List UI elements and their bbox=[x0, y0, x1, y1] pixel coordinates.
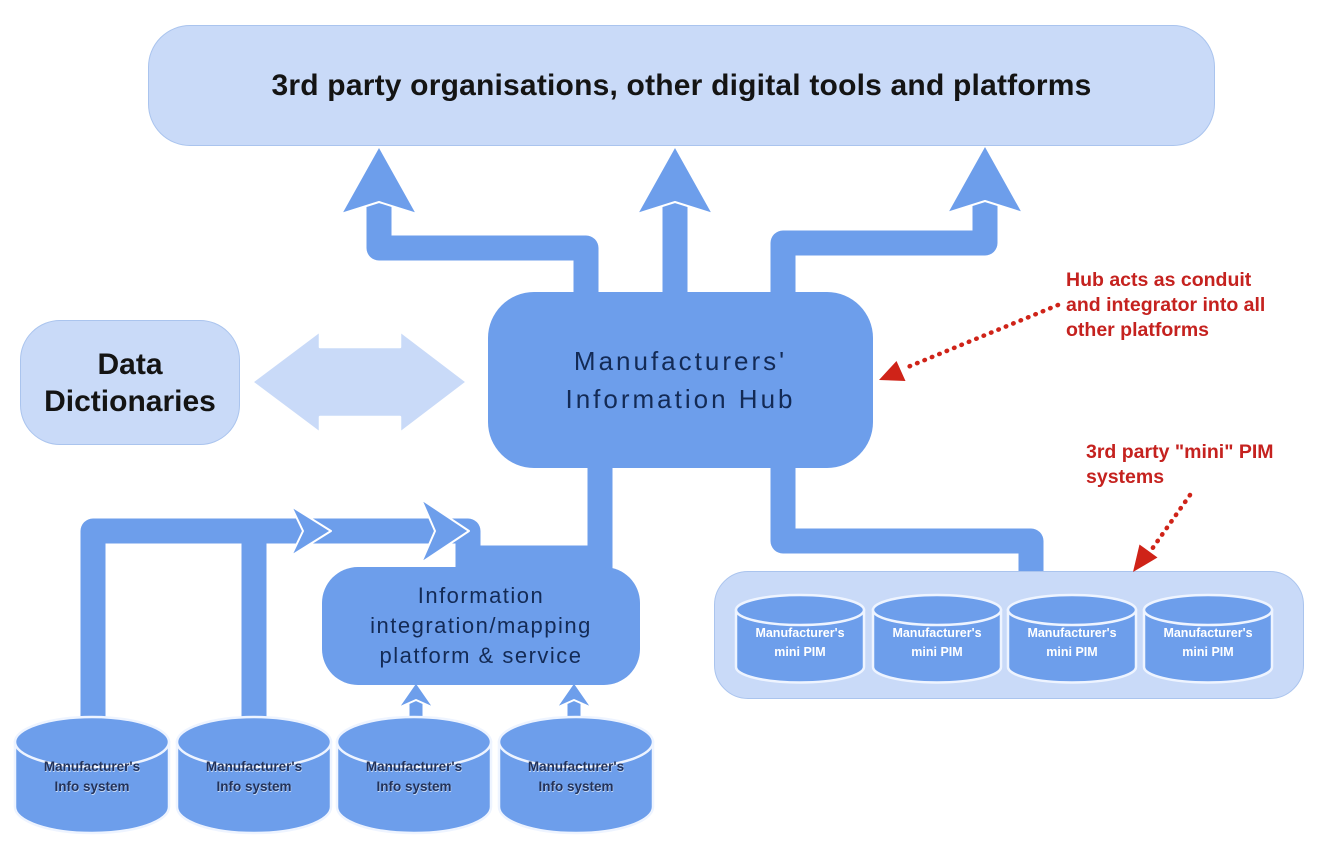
arrowhead-horizontal-2 bbox=[420, 498, 470, 564]
red-annotation-arrow-hub bbox=[879, 302, 1061, 381]
red-annotation-arrow-pim bbox=[1133, 492, 1193, 572]
info-system-4-label: Manufacturer's Info system bbox=[527, 759, 625, 794]
data-dictionaries-line2: Dictionaries bbox=[44, 384, 216, 418]
box-manufacturers-information-hub: Manufacturers' Information Hub bbox=[488, 292, 873, 468]
arrowheads bbox=[290, 144, 1024, 709]
cylinder-mini-pim-4 bbox=[1142, 593, 1274, 684]
mini-pim-2-label: Manufacturer's mini PIM bbox=[892, 626, 982, 659]
arrowhead-horizontal-1 bbox=[290, 505, 332, 557]
mini-pim-cylinders bbox=[734, 593, 1274, 684]
annotation-pim-note: 3rd party "mini" PIM systems bbox=[1086, 441, 1274, 488]
cylinder-info-system-3 bbox=[335, 715, 493, 835]
platform-line3: platform & service bbox=[379, 643, 583, 668]
arrowhead-infosystem4 bbox=[555, 681, 593, 709]
pipes bbox=[80, 178, 1044, 745]
arrow-hub-to-top-left bbox=[366, 178, 599, 312]
hub-line1: Manufacturers' bbox=[573, 346, 788, 376]
cylinder-info-system-4 bbox=[497, 715, 655, 835]
mini-pim-3-label: Manufacturer's mini PIM bbox=[1027, 626, 1117, 659]
arrow-hub-to-top-right bbox=[770, 178, 998, 312]
info-system-cylinders bbox=[13, 715, 655, 835]
box-data-dictionaries: Data Dictionaries bbox=[20, 320, 240, 445]
pipe-hub-to-pim-container bbox=[770, 453, 1044, 580]
cylinder-mini-pim-2 bbox=[871, 593, 1003, 684]
info-system-2-label: Manufacturer's Info system bbox=[205, 759, 303, 794]
arrowhead-top-left bbox=[340, 145, 418, 215]
box-3rd-party-platforms: 3rd party organisations, other digital t… bbox=[148, 25, 1215, 146]
platform-line2: integration/mapping bbox=[370, 613, 592, 638]
arrowhead-infosystem3 bbox=[397, 681, 435, 709]
mini-pim-4-label: Manufacturer's mini PIM bbox=[1163, 626, 1253, 659]
platform-line1: Information bbox=[417, 583, 545, 608]
arrowhead-top-right bbox=[946, 144, 1024, 214]
double-arrow-datadict-hub bbox=[250, 329, 469, 435]
cylinder-mini-pim-1 bbox=[734, 593, 866, 684]
cylinder-info-system-1 bbox=[13, 715, 171, 835]
annotation-hub-note: Hub acts as conduit and integrator into … bbox=[1066, 269, 1266, 341]
cylinder-mini-pim-3 bbox=[1006, 593, 1138, 684]
mini-pim-1-label: Manufacturer's mini PIM bbox=[755, 626, 845, 659]
info-system-1-label: Manufacturer's Info system bbox=[43, 759, 141, 794]
box-integration-platform: Information integration/mapping platform… bbox=[322, 567, 640, 685]
box-3rd-party-platforms-label: 3rd party organisations, other digital t… bbox=[271, 68, 1092, 102]
info-system-3-label: Manufacturer's Info system bbox=[365, 759, 463, 794]
cylinder-info-system-2 bbox=[175, 715, 333, 835]
data-dictionaries-line1: Data bbox=[97, 347, 163, 381]
arrowhead-top-middle bbox=[636, 145, 714, 215]
hub-line2: Information Hub bbox=[565, 384, 796, 414]
